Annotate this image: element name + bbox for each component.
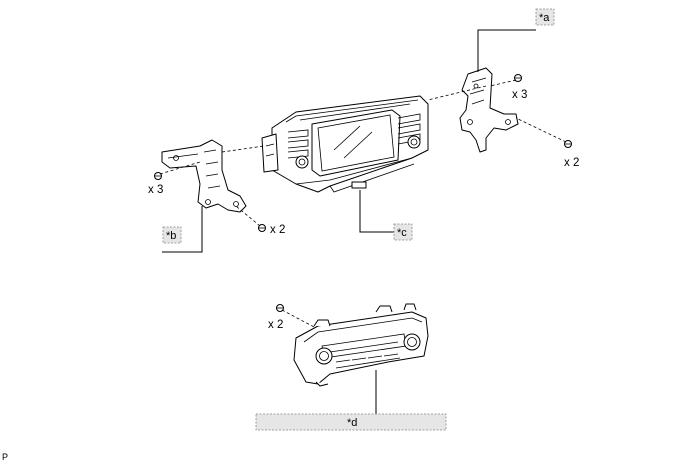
qty-left-upper: x 3 bbox=[148, 184, 163, 196]
callout-b: *b bbox=[162, 226, 182, 244]
right-bracket bbox=[459, 67, 519, 153]
callout-b-label: *b bbox=[166, 230, 176, 242]
qty-panel: x 2 bbox=[268, 319, 283, 331]
screw-right-upper bbox=[514, 74, 522, 82]
callout-leaders bbox=[162, 29, 536, 414]
corner-mark: P bbox=[2, 452, 9, 462]
callout-a-label: *a bbox=[539, 12, 550, 24]
screw-right-lower bbox=[564, 140, 572, 148]
alignment-lines bbox=[159, 79, 567, 329]
callout-d: *d bbox=[255, 413, 447, 431]
callout-c: *c bbox=[393, 223, 413, 241]
qty-right-lower: x 2 bbox=[564, 157, 579, 169]
qty-left-lower: x 2 bbox=[270, 224, 285, 236]
climate-control-panel bbox=[293, 303, 429, 387]
callout-a: *a bbox=[535, 8, 555, 26]
left-bracket bbox=[161, 139, 247, 213]
screw-panel bbox=[276, 304, 284, 312]
callout-d-label: *d bbox=[347, 417, 357, 429]
qty-right-upper: x 3 bbox=[512, 89, 527, 101]
display-unit bbox=[261, 95, 429, 193]
screw-left-upper bbox=[154, 172, 162, 180]
screw-left-lower bbox=[258, 224, 266, 232]
callout-c-label: *c bbox=[397, 227, 407, 239]
